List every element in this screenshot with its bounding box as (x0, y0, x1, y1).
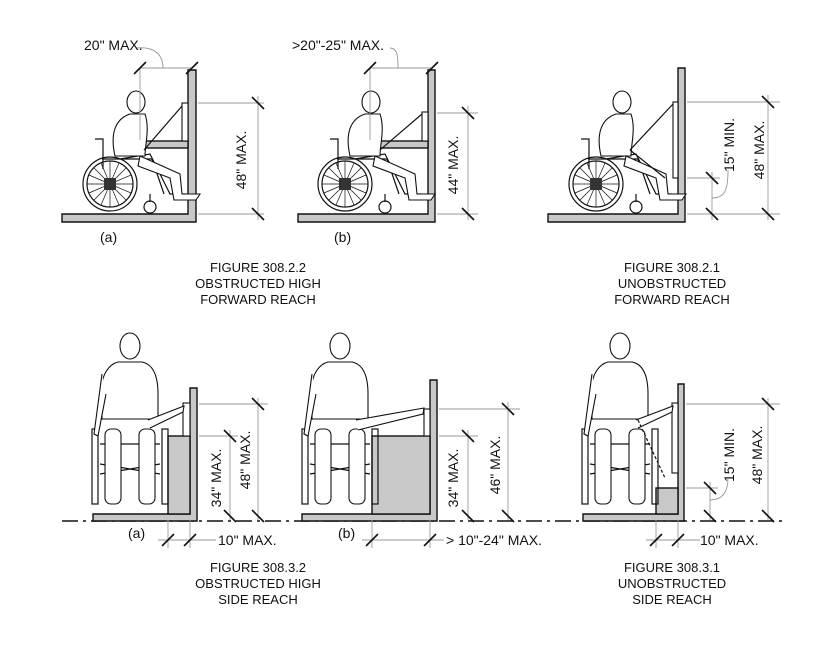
dimension-text: 34" MAX. (445, 449, 461, 508)
height-label: 48" MAX. (233, 131, 249, 190)
dimension-text: OBSTRUCTED HIGH (195, 576, 321, 591)
figure-308-3-1: 15" MIN. 48" MAX. 10" MAX. (581, 332, 780, 548)
caption-308-3-2: FIGURE 308.3.2 OBSTRUCTED HIGH SIDE REAC… (195, 560, 321, 607)
dimension-text: UNOBSTRUCTED (618, 276, 726, 291)
high-reach-label: 48" MAX. (751, 121, 767, 180)
figure-308-2-1: 15" MIN. 48" MAX. (547, 67, 780, 223)
figure-308-2-2-b: >20"-25" MAX. 44" MAX. (b) (292, 37, 478, 245)
subfigure-label: (b) (334, 229, 351, 245)
dimension-text: FORWARD REACH (614, 292, 730, 307)
subfigure-label: (a) (100, 229, 117, 245)
dimension-text: FIGURE 308.2.1 (624, 260, 720, 275)
caption-308-3-1: FIGURE 308.3.1 UNOBSTRUCTED SIDE REACH (618, 560, 726, 607)
caption-308-2-1: FIGURE 308.2.1 UNOBSTRUCTED FORWARD REAC… (614, 260, 730, 307)
figure-308-3-2-b: 34" MAX. 46" MAX. > 10"-24" MAX. (b) (301, 332, 542, 548)
dimension-text: 48" MAX. (237, 431, 253, 490)
wall-and-floor (61, 69, 197, 223)
dimension-text: 10" MAX. (218, 532, 277, 548)
dimension-text: (a) (128, 525, 145, 541)
dimension-text: FIGURE 308.3.1 (624, 560, 720, 575)
figure-308-3-2-a: 34" MAX. 48" MAX. 10" MAX. (a) (91, 332, 277, 548)
dimension-text: FORWARD REACH (200, 292, 316, 307)
dimension-text: (b) (338, 525, 355, 541)
dimension-text: SIDE REACH (218, 592, 297, 607)
low-reach-label: 15" MIN. (721, 118, 737, 172)
dimension-text: UNOBSTRUCTED (618, 576, 726, 591)
dimension-text: FIGURE 308.2.2 (210, 260, 306, 275)
dimension-text: SIDE REACH (632, 592, 711, 607)
dimension-text: OBSTRUCTED HIGH (195, 276, 321, 291)
dimension-text: 15" MIN. (721, 428, 737, 482)
dimension-text: FIGURE 308.3.2 (210, 560, 306, 575)
dimension-text: 48" MAX. (749, 426, 765, 485)
dimension-text: 46" MAX. (487, 436, 503, 495)
caption-308-2-2: FIGURE 308.2.2 OBSTRUCTED HIGH FORWARD R… (195, 260, 321, 307)
dimension-text: > 10"-24" MAX. (446, 532, 542, 548)
figure-308-2-2-a: 20" MAX. 48" MAX. (a) (61, 37, 265, 245)
height-label: 44" MAX. (445, 136, 461, 195)
depth-label: >20"-25" MAX. (292, 37, 384, 53)
depth-label: 20" MAX. (84, 37, 143, 53)
dimension-text: 34" MAX. (208, 449, 224, 508)
control (181, 102, 189, 142)
dimension-text: 10" MAX. (700, 532, 759, 548)
